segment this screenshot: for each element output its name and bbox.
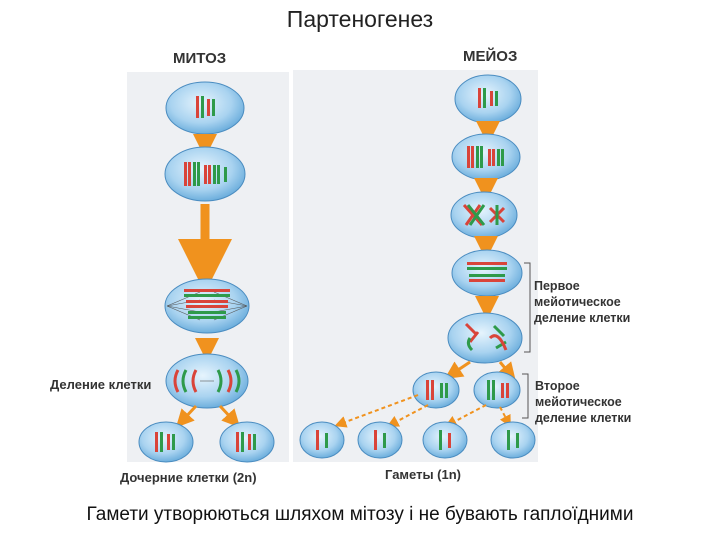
mitosis-cell-2 bbox=[164, 146, 246, 202]
gamete-4 bbox=[490, 421, 536, 459]
first-division-line-3: деление клетки bbox=[534, 311, 631, 325]
gamete-3 bbox=[422, 421, 468, 459]
meiosis-label: МЕЙОЗ bbox=[463, 48, 518, 65]
second-division-label: Второе мейотическое деление клетки bbox=[535, 378, 631, 426]
gamete-2 bbox=[357, 421, 403, 459]
cell-division-label: Деление клетки bbox=[50, 377, 152, 392]
meiosis-cell-synapsis bbox=[450, 191, 518, 239]
first-division-line-2: мейотическое bbox=[534, 295, 621, 309]
gametes-label: Гаметы (1n) bbox=[385, 467, 462, 482]
meiosis-cell-1 bbox=[454, 74, 522, 124]
meiosis-cell-2a bbox=[412, 371, 460, 409]
second-division-bracket bbox=[522, 373, 529, 419]
gamete-1 bbox=[299, 421, 345, 459]
meiosis-cell-anaphase-1 bbox=[447, 312, 523, 364]
second-division-line-1: Второе bbox=[535, 379, 580, 393]
page-title: Партеногенез bbox=[286, 6, 434, 32]
meiosis-cell-2 bbox=[451, 133, 521, 181]
first-division-bracket bbox=[524, 262, 531, 353]
daughter-cells-label: Дочерние клетки (2n) bbox=[120, 470, 257, 485]
first-division-line-1: Первое bbox=[534, 279, 580, 293]
meiosis-cell-2b bbox=[473, 371, 521, 409]
second-division-line-3: деление клетки bbox=[535, 411, 632, 425]
first-division-label: Первое мейотическое деление клетки bbox=[534, 278, 630, 326]
mitosis-cell-anaphase bbox=[165, 353, 249, 409]
mitosis-cell-1 bbox=[165, 81, 245, 135]
caption: Гамети утворюються шляхом мітозу і не бу… bbox=[86, 504, 634, 525]
daughter-cell-right bbox=[219, 421, 275, 463]
mitosis-label: МИТОЗ bbox=[173, 50, 227, 67]
meiosis-cell-metaphase-1 bbox=[451, 249, 523, 297]
daughter-cell-left bbox=[138, 421, 194, 463]
mitosis-cell-metaphase bbox=[164, 278, 250, 334]
second-division-line-2: мейотическое bbox=[535, 395, 622, 409]
